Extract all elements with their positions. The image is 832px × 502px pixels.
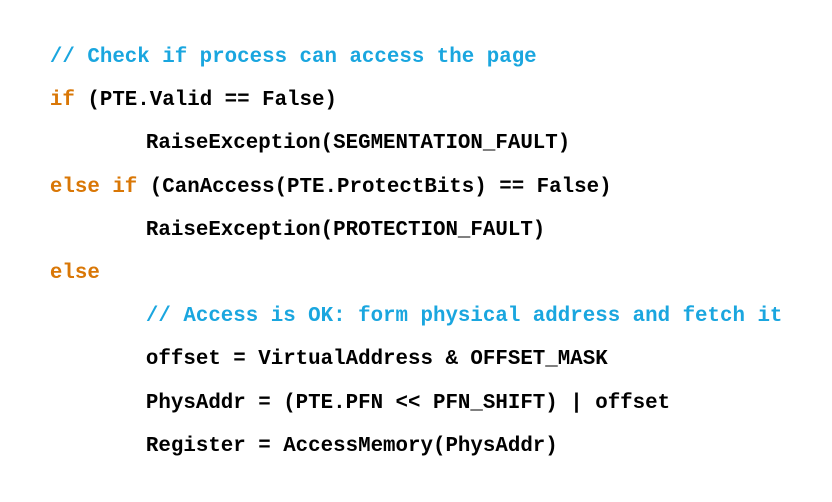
code-text: RaiseException(SEGMENTATION_FAULT) — [145, 132, 571, 156]
code-comment: // Check if process can access the page — [49, 46, 537, 69]
code-text: (CanAccess(PTE.ProtectBits) == False) — [137, 175, 612, 199]
code-text: PhysAddr = (PTE.PFN << PFN_SHIFT) | offs… — [145, 391, 671, 415]
code-line: PhysAddr = (PTE.PFN << PFN_SHIFT) | offs… — [0, 348, 832, 415]
code-line: else — [0, 218, 832, 285]
code-line: RaiseException(SEGMENTATION_FAULT) — [0, 88, 832, 155]
code-line: RaiseException(PROTECTION_FAULT) — [0, 175, 832, 242]
code-line: // Access is OK: form physical address a… — [0, 261, 832, 328]
code-text: offset = VirtualAddress & OFFSET_MASK — [145, 348, 608, 372]
code-block: // Check if process can access the page … — [0, 2, 832, 458]
code-line: offset = VirtualAddress & OFFSET_MASK — [0, 304, 832, 371]
code-text: Register = AccessMemory(PhysAddr) — [145, 434, 558, 458]
code-keyword: else if — [49, 175, 138, 199]
code-keyword: if — [49, 89, 75, 113]
code-keyword: else — [49, 261, 100, 285]
code-line: if (PTE.Valid == False) — [0, 45, 832, 112]
code-text: RaiseException(PROTECTION_FAULT) — [145, 218, 546, 242]
code-text: (PTE.Valid == False) — [74, 89, 337, 113]
code-comment: // Access is OK: form physical address a… — [145, 305, 783, 329]
code-line: else if (CanAccess(PTE.ProtectBits) == F… — [0, 132, 832, 199]
code-line: // Check if process can access the page — [0, 2, 832, 69]
page: { "code": { "lines": [ { "indent": 0, "p… — [0, 2, 832, 458]
